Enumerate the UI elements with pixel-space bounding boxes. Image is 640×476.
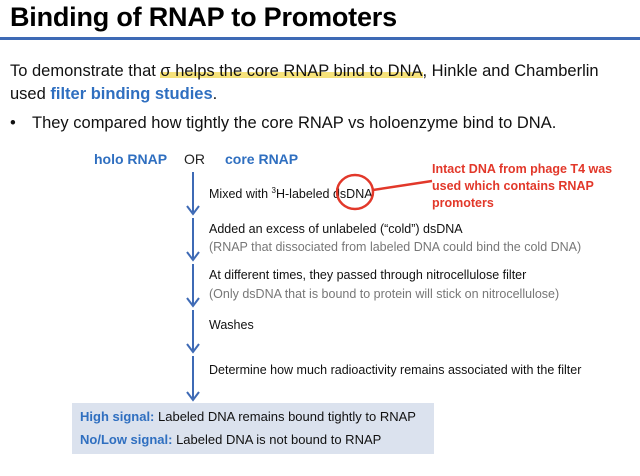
low-signal-line: No/Low signal: Labeled DNA is not bound … [80,432,381,447]
bullet-item: • They compared how tightly the core RNAP… [10,114,635,133]
dsdna-circle-marker [335,173,375,211]
process-flow-arrow-icon [186,172,200,402]
enzyme-choice-row: holo RNAP OR core RNAP [0,151,640,171]
step-determine: Determine how much radioactivity remains… [209,363,582,377]
or-label: OR [184,151,205,167]
t4-dna-callout: Intact DNA from phage T4 was used which … [432,162,613,210]
bullet-text: They compared how tightly the core RNAP … [32,114,557,132]
step-washes: Washes [209,318,254,332]
low-signal-text: Labeled DNA is not bound to RNAP [172,432,382,447]
intro-text-middle: , Hinkle and Chamberlin used [10,62,599,103]
step-mixed-suffix: H-labeled dsDNA [275,187,373,202]
title-divider [0,37,640,40]
step-filter: At different times, they passed through … [209,268,527,282]
bullet-icon: • [10,114,16,132]
intro-text-start: To demonstrate that [10,62,161,80]
step-mixed: Mixed with 3H-labeled dsDNA [209,186,373,201]
results-box: High signal: Labeled DNA remains bound t… [72,403,434,454]
step-added: Added an excess of unlabeled (“cold”) ds… [209,222,463,236]
step-mixed-prefix: Mixed with [209,187,272,202]
method-term: filter binding studies [50,85,213,103]
step-added-note: (RNAP that dissociated from labeled DNA … [209,240,582,254]
high-signal-text: Labeled DNA remains bound tightly to RNA… [154,409,416,424]
step-filter-note: (Only dsDNA that is bound to protein wil… [209,287,560,301]
callout-pointer-line [372,179,433,192]
high-signal-line: High signal: Labeled DNA remains bound t… [80,409,416,424]
slide-title: Binding of RNAP to Promoters [10,2,397,32]
low-signal-label: No/Low signal: [80,432,173,447]
intro-paragraph: To demonstrate that σ helps the core RNA… [10,60,635,106]
intro-highlight: σ helps the core RNAP bind to DNA [160,62,423,80]
holo-rnap-label: holo RNAP [94,151,168,167]
isotope-superscript: 3 [271,186,276,195]
high-signal-label: High signal: [80,409,155,424]
core-rnap-label: core RNAP [225,151,299,167]
intro-text-end: . [212,85,218,103]
